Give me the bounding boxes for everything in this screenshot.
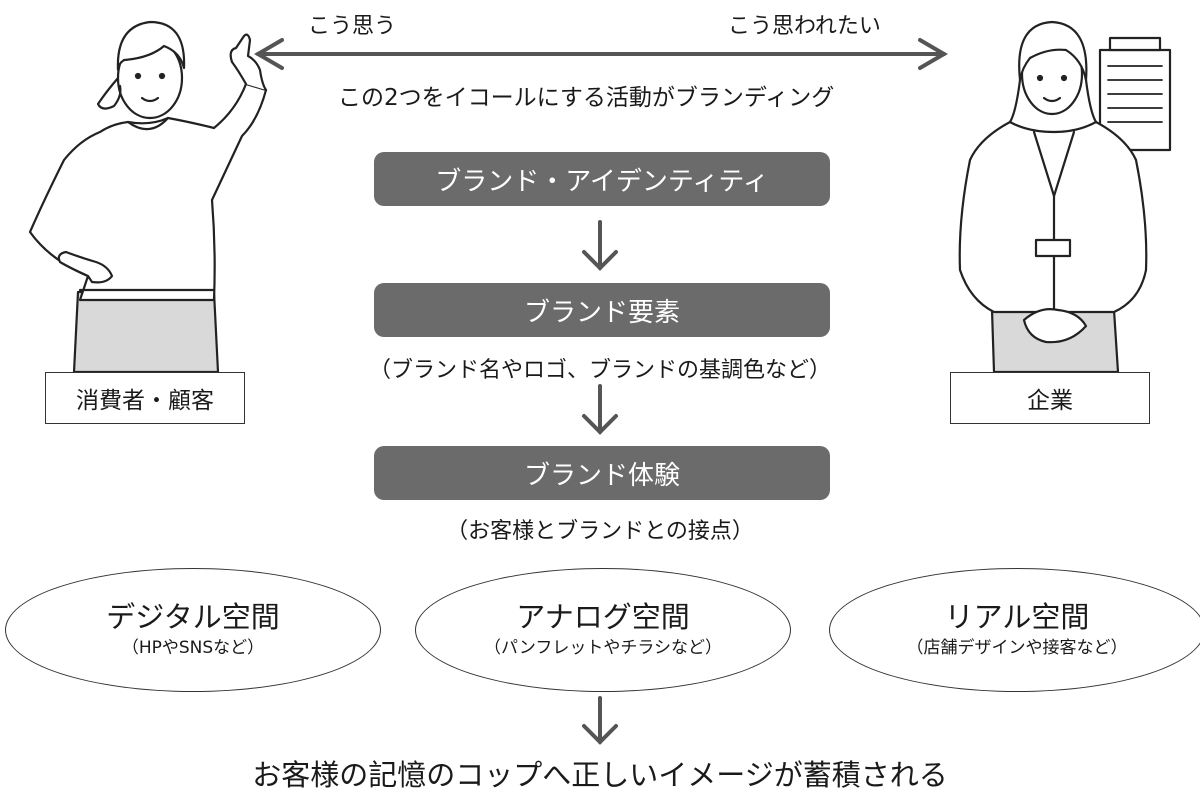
down-arrow-3 [582, 696, 618, 745]
space-real: リアル空間 （店舗デザインや接客など） [829, 568, 1200, 692]
space-sub: （店舗デザインや接客など） [906, 638, 1128, 658]
want-label: こう思われたい [728, 14, 881, 39]
space-sub: （HPやSNSなど） [121, 638, 265, 658]
space-digital: デジタル空間 （HPやSNSなど） [5, 568, 381, 692]
step-label: ブランド要素 [523, 297, 680, 328]
down-arrow-1 [582, 220, 618, 271]
think-label: こう思う [308, 14, 397, 39]
space-title: リアル空間 [944, 600, 1090, 634]
step-brand-identity: ブランド・アイデンティティ [374, 152, 830, 206]
company-label: 企業 [950, 372, 1150, 424]
company-illustration [958, 20, 1172, 374]
step-label: ブランド・アイデンティティ [435, 166, 769, 197]
consumer-label: 消費者・顧客 [45, 372, 245, 424]
consumer-illustration [28, 20, 268, 374]
space-title: アナログ空間 [516, 600, 690, 634]
double-arrow [254, 38, 948, 70]
step-label: ブランド体験 [523, 460, 680, 491]
space-analog: アナログ空間 （パンフレットやチラシなど） [415, 568, 791, 692]
equal-caption: この2つをイコールにする活動がブランディング [338, 85, 835, 111]
space-title: デジタル空間 [106, 600, 280, 634]
consumer-label-text: 消費者・顧客 [76, 388, 214, 414]
conclusion-text: お客様の記憶のコップへ正しいイメージが蓄積される [252, 758, 948, 792]
step-brand-experience: ブランド体験 [374, 446, 830, 500]
step-brand-elements: ブランド要素 [374, 283, 830, 337]
step-note-elements: （ブランド名やロゴ、ブランドの基調色など） [368, 358, 831, 383]
space-sub: （パンフレットやチラシなど） [484, 638, 722, 658]
company-label-text: 企業 [1027, 388, 1073, 414]
step-note-experience: （お客様とブランドとの接点） [446, 519, 754, 544]
down-arrow-2 [582, 384, 618, 435]
